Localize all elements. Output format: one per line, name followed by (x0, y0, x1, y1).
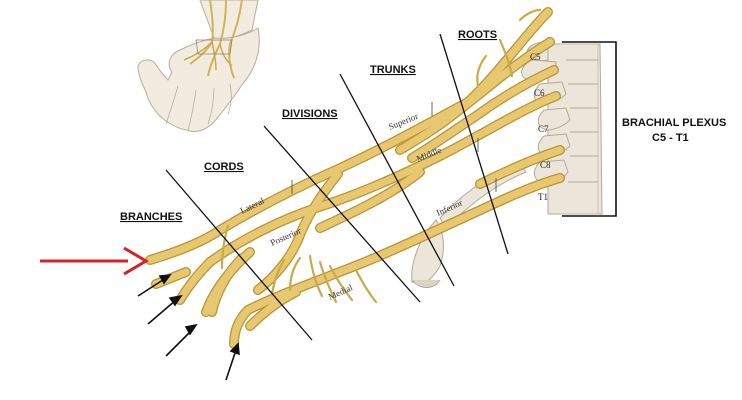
root-level-c8: C8 (540, 160, 551, 170)
plexus-range: C5 - T1 (652, 132, 689, 144)
black-pointer-arrows (137, 274, 240, 381)
plexus-title: BRACHIAL PLEXUS (622, 117, 726, 129)
branches-label: BRANCHES (120, 211, 182, 223)
root-level-c6: C6 (534, 88, 545, 98)
cords-label: CORDS (204, 161, 244, 173)
red-pointer-arrow (40, 246, 149, 276)
root-level-t1: T1 (538, 192, 548, 202)
plexus-bracket (562, 41, 617, 217)
trunks-label: TRUNKS (370, 64, 416, 76)
root-level-c7: C7 (538, 124, 549, 134)
root-level-c5: C5 (530, 52, 541, 62)
hand-illustration (137, 0, 260, 133)
divisions-label: DIVISIONS (282, 108, 338, 120)
section-divider-lines (165, 33, 509, 341)
roots-label: ROOTS (458, 29, 497, 41)
label-leader-lines (291, 102, 497, 194)
